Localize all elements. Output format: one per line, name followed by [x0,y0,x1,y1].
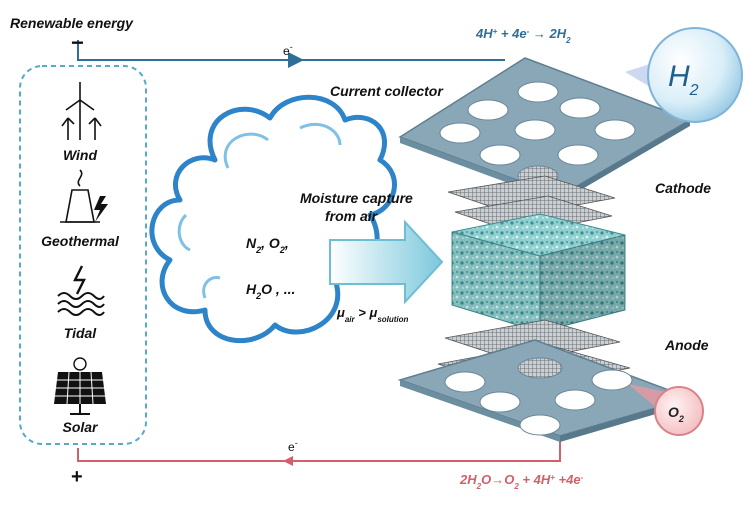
source-box [19,65,147,445]
hydrogen-bubble: H2 [625,27,743,123]
moisture-caption-line2: from air [325,208,379,224]
bottom-electron-label: e- [288,438,298,454]
oxygen-bubble-label: O2 [668,404,684,424]
geothermal-plant-icon [60,169,108,223]
source-label-tidal: Tidal [64,325,98,341]
source-label-solar: Solar [62,419,99,435]
top-wire [77,40,505,61]
negative-terminal: − [71,30,84,55]
cathode-label: Cathode [655,180,711,196]
current-collector-label: Current collector [330,83,444,99]
solar-panel-icon [54,357,106,415]
hydrogen-evolution-reaction: 4H+ + 4e- → 2H2 [475,26,571,45]
anode-label: Anode [664,337,709,353]
renewable-energy-title: Renewable energy [10,15,134,31]
oxygen-bubble: O2 [628,384,704,436]
chemical-potential-relation: μair > μsolution [336,305,409,324]
electrode-stack: Current collector Cathode Anode [330,57,711,442]
renewable-energy-panel: Renewable energy − Wind Geothermal [10,15,147,488]
top-current-collector [398,57,692,202]
oxygen-evolution-reaction: 2H2O→O2 + 4H+ +4e- [459,472,584,491]
tidal-wave-icon [57,265,105,316]
moisture-capture-arrow: Moisture capture from air μair > μsoluti… [300,190,444,324]
top-electron-label: e- [283,42,293,58]
source-label-wind: Wind [63,147,98,163]
gas-line-1: N2, O2, [246,235,289,255]
bottom-wire [77,430,561,462]
positive-terminal: + [71,466,83,488]
bottom-current-collector [397,339,693,442]
circuit-wires [77,40,561,466]
wind-turbine-icon [61,82,102,140]
hydrogen-bubble-label: H2 [668,60,699,99]
moisture-caption-line1: Moisture capture [300,190,413,206]
source-label-geothermal: Geothermal [41,233,120,249]
hygroscopic-hydrogel-cube [451,213,626,333]
gas-line-2: H2O , ... [246,281,295,301]
bottom-electron-arrow [283,456,293,466]
